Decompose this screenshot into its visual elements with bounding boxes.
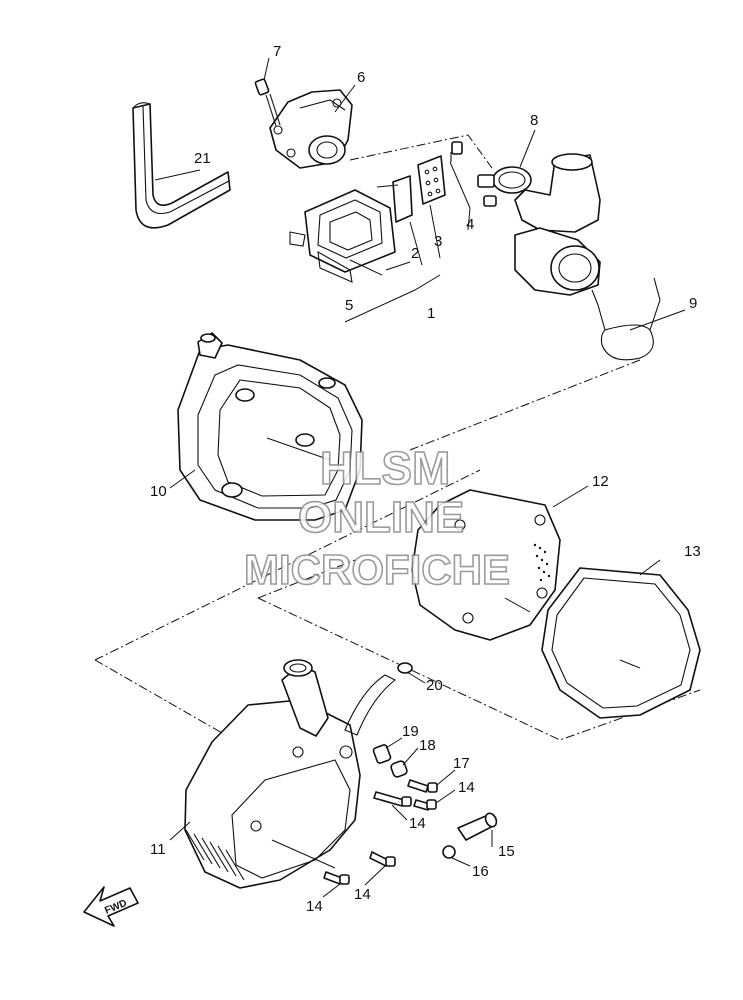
callout-3: 3 — [434, 233, 442, 250]
callout-7: 7 — [273, 43, 281, 60]
part-6-carburetor-joint — [269, 89, 353, 169]
callout-14-a: 14 — [458, 779, 475, 796]
callout-9: 9 — [689, 295, 697, 312]
part-13-gasket — [541, 567, 701, 719]
reed-assembly-leaders — [344, 161, 471, 323]
callout-4: 4 — [466, 216, 474, 233]
part-8-hose-clamp — [477, 166, 532, 207]
callout-13: 13 — [684, 543, 701, 560]
part-14-screws — [323, 791, 437, 885]
callout-17: 17 — [453, 755, 470, 772]
part-7-bolt — [254, 78, 281, 127]
watermark-line-1: HLSM — [320, 442, 450, 494]
callout-6: 6 — [357, 69, 365, 86]
watermark-line-3: MICROFICHE — [244, 546, 510, 593]
carburetor-intake — [514, 153, 601, 296]
part-18-grommet — [390, 760, 408, 778]
callout-21: 21 — [194, 150, 211, 167]
part-9-spring-clip — [591, 277, 661, 361]
part-17-screw — [407, 779, 438, 793]
callout-5: 5 — [345, 297, 353, 314]
callout-12: 12 — [592, 473, 609, 490]
part-21-hose — [132, 102, 231, 229]
fwd-arrow-icon: FWD — [83, 886, 139, 927]
callout-18: 18 — [419, 737, 436, 754]
callout-10: 10 — [150, 483, 167, 500]
part-16-hose-clip — [442, 845, 456, 859]
part-20-clip — [397, 662, 413, 674]
vent-holes — [533, 543, 551, 582]
callout-20: 20 — [426, 677, 443, 694]
part-11-air-filter-cover — [184, 659, 397, 889]
part-3-reed-plate — [417, 155, 446, 205]
callout-14-d: 14 — [306, 898, 323, 915]
part-4-screw — [450, 141, 463, 162]
callout-15: 15 — [498, 843, 515, 860]
part-19-collar — [372, 744, 392, 764]
part-15-drain-plug — [457, 812, 498, 841]
callout-2: 2 — [411, 245, 419, 262]
callout-14-b: 14 — [409, 815, 426, 832]
callout-19: 19 — [402, 723, 419, 740]
callout-16: 16 — [472, 863, 489, 880]
callout-leaders — [154, 57, 686, 898]
callout-8: 8 — [530, 112, 538, 129]
callout-14-c: 14 — [354, 886, 371, 903]
part-10-air-filter-case — [177, 332, 363, 521]
callout-11: 11 — [150, 841, 166, 858]
callout-1: 1 — [427, 305, 435, 322]
part-12-filter-element — [411, 489, 561, 641]
part-2-reed-stopper — [392, 175, 413, 223]
part-5-reed-valve-block — [289, 189, 396, 283]
watermark-line-2: ONLINE — [298, 493, 464, 542]
callout-labels: 1 2 3 4 5 6 7 8 9 10 11 12 13 14 14 14 1… — [150, 43, 701, 915]
watermark: HLSM ONLINE MICROFICHE — [243, 441, 511, 594]
